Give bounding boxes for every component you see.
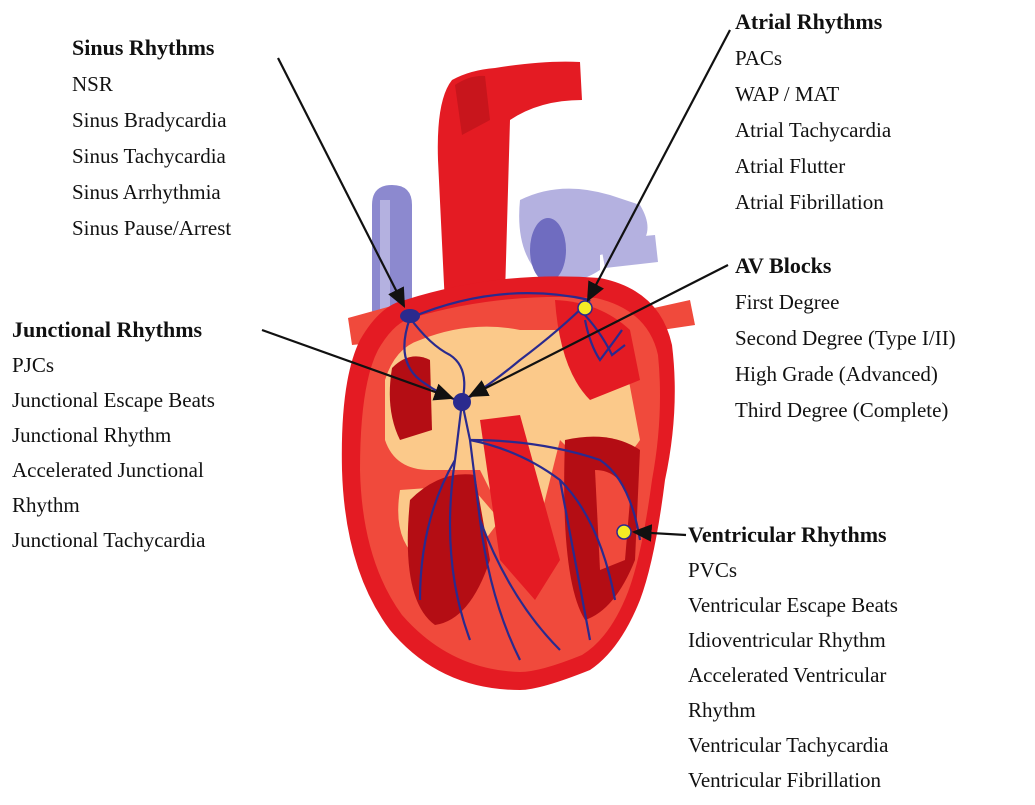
pulmonary-vein-right	[600, 235, 658, 268]
junctional-item: Rhythm	[12, 488, 215, 523]
av-node	[453, 393, 471, 411]
junctional-item: Junctional Tachycardia	[12, 523, 215, 558]
ventricular-item: Ventricular Fibrillation	[688, 763, 898, 798]
ventricular-rhythms-group: Ventricular Rhythms PVCs Ventricular Esc…	[688, 517, 898, 798]
ventricular-item: Ventricular Escape Beats	[688, 588, 898, 623]
av-item: First Degree	[735, 284, 956, 320]
av-item: Second Degree (Type I/II)	[735, 320, 956, 356]
atrial-item: PACs	[735, 40, 891, 76]
sinus-item: Sinus Tachycardia	[72, 138, 231, 174]
sinus-rhythms-title: Sinus Rhythms	[72, 30, 231, 66]
atrial-rhythms-group: Atrial Rhythms PACs WAP / MAT Atrial Tac…	[735, 4, 891, 220]
atrial-pointer-arrow	[588, 30, 730, 300]
ventricular-rhythms-title: Ventricular Rhythms	[688, 517, 898, 553]
junctional-item: Accelerated Junctional	[12, 453, 215, 488]
sinus-item: Sinus Bradycardia	[72, 102, 231, 138]
sinus-item: NSR	[72, 66, 231, 102]
atrial-item: Atrial Flutter	[735, 148, 891, 184]
ventricular-item: PVCs	[688, 553, 898, 588]
junctional-rhythms-title: Junctional Rhythms	[12, 312, 215, 348]
av-item: Third Degree (Complete)	[735, 392, 956, 428]
av-item: High Grade (Advanced)	[735, 356, 956, 392]
ventricular-item: Rhythm	[688, 693, 898, 728]
sa-node	[400, 309, 420, 323]
junctional-rhythms-group: Junctional Rhythms PJCs Junctional Escap…	[12, 312, 215, 558]
av-blocks-title: AV Blocks	[735, 248, 956, 284]
sinus-item: Sinus Pause/Arrest	[72, 210, 231, 246]
atrial-item: Atrial Fibrillation	[735, 184, 891, 220]
av-blocks-group: AV Blocks First Degree Second Degree (Ty…	[735, 248, 956, 428]
ventricular-focus-star	[617, 525, 631, 539]
atrial-focus-star	[578, 301, 592, 315]
ventricular-item: Idioventricular Rhythm	[688, 623, 898, 658]
junctional-item: PJCs	[12, 348, 215, 383]
ventricular-item: Accelerated Ventricular	[688, 658, 898, 693]
junctional-item: Junctional Escape Beats	[12, 383, 215, 418]
atrial-rhythms-title: Atrial Rhythms	[735, 4, 891, 40]
sinus-item: Sinus Arrhythmia	[72, 174, 231, 210]
atrial-item: WAP / MAT	[735, 76, 891, 112]
pulmonary-vessel-opening	[530, 218, 566, 282]
ventricular-item: Ventricular Tachycardia	[688, 728, 898, 763]
sinus-rhythms-group: Sinus Rhythms NSR Sinus Bradycardia Sinu…	[72, 30, 231, 246]
sinus-pointer-arrow	[278, 58, 404, 306]
junctional-item: Junctional Rhythm	[12, 418, 215, 453]
atrial-item: Atrial Tachycardia	[735, 112, 891, 148]
